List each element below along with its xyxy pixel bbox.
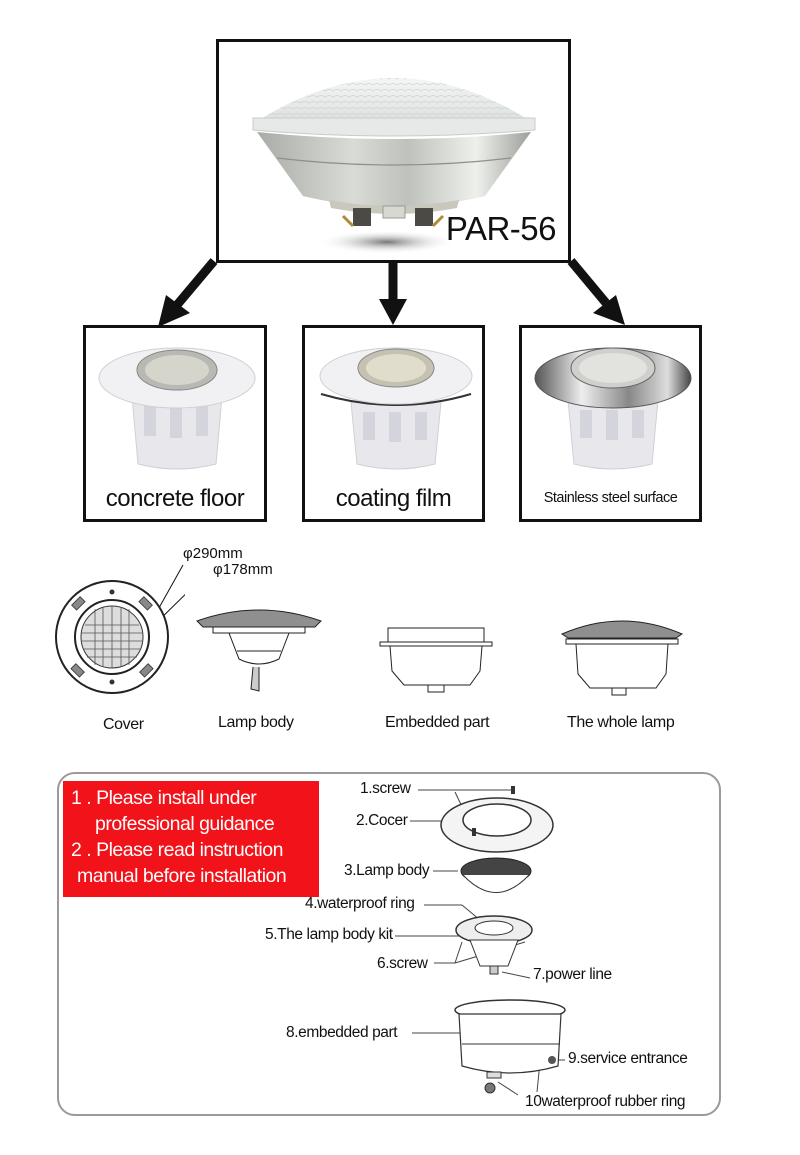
part-label-10-rubber-ring: 10waterproof rubber ring: [525, 1093, 686, 1110]
component-label-embedded-part: Embedded part: [385, 714, 490, 731]
part-label-4-waterproof-ring: 4.waterproof ring: [305, 895, 415, 912]
part-label-6-screw: 6.screw: [377, 955, 428, 972]
variant-label: coating film: [335, 485, 452, 512]
part-label-1-screw: 1.screw: [360, 780, 411, 797]
niche-light-white-image: [98, 347, 256, 470]
whole-lamp-drawing: [560, 620, 684, 696]
exploded-cover-ring: [440, 786, 554, 853]
exploded-lamp-body: [460, 857, 532, 893]
variant-label: concrete floor: [105, 485, 245, 512]
warning-line-2-cont: manual before installation: [77, 865, 287, 887]
arrow-right-icon: [567, 258, 625, 325]
part-label-5-lamp-body-kit: 5.The lamp body kit: [265, 926, 393, 943]
component-label-whole-lamp: The whole lamp: [567, 714, 675, 731]
component-label-cover: Cover: [103, 716, 144, 733]
part-label-3-lamp-body: 3.Lamp body: [344, 862, 430, 879]
variant-label: Stainless steel surface: [543, 490, 678, 506]
outer-diameter-label: φ290mm: [183, 545, 243, 562]
model-label: PAR-56: [445, 210, 557, 247]
exploded-view-diagram: [395, 786, 566, 1096]
lamp-body-drawing: [196, 609, 322, 692]
warning-line-1: 1 . Please install under: [71, 787, 257, 809]
arrow-down-icon: [379, 261, 407, 325]
part-label-8-embedded-part: 8.embedded part: [286, 1024, 398, 1041]
variant-card-stainless-steel: Stainless steel surface: [519, 325, 702, 522]
component-label-lamp-body: Lamp body: [218, 714, 294, 731]
part-label-2-cover: 2.Cocer: [356, 812, 408, 829]
part-label-9-service-entrance: 9.service entrance: [568, 1050, 688, 1067]
exploded-embedded-part: [454, 999, 566, 1094]
inner-diameter-label: φ178mm: [213, 561, 273, 578]
cover-drawing: [55, 564, 185, 694]
warning-box: 1 . Please install under professional gu…: [63, 781, 319, 897]
arrows-diagram: [158, 258, 625, 327]
hero-frame: PAR-56: [216, 39, 571, 263]
exploded-lamp-body-kit: [455, 915, 533, 975]
variant-card-coating-film: coating film: [302, 325, 485, 522]
niche-light-stainless-image: [534, 347, 692, 470]
part-label-7-power-line: 7.power line: [533, 966, 612, 983]
niche-light-white-gap-image: [319, 347, 473, 470]
arrow-left-icon: [158, 258, 218, 327]
installation-panel: [57, 772, 721, 1116]
embedded-part-drawing: [379, 627, 493, 693]
warning-line-1-cont: professional guidance: [95, 813, 275, 835]
variant-card-concrete-floor: concrete floor: [83, 325, 267, 522]
warning-line-2: 2 . Please read instruction: [71, 839, 283, 861]
par56-bulb-image: [252, 78, 536, 254]
